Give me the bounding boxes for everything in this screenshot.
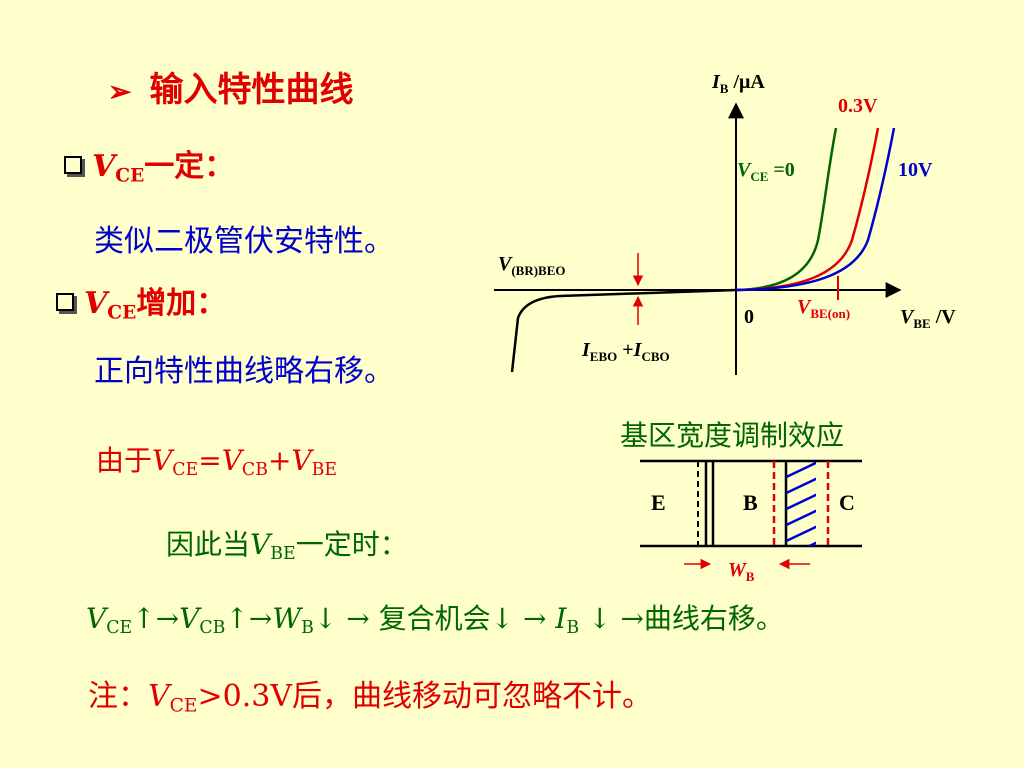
chain-v1: V [86, 602, 107, 635]
note-text: 后，曲线移动可忽略不计。 [292, 679, 652, 714]
bullet-2-text: 增加： [136, 286, 227, 321]
note-gt: >0.3V [197, 679, 292, 714]
eq1-plus: + [267, 444, 292, 477]
chain-a4: ↓ → [490, 602, 556, 635]
checkbox-bullet-icon [64, 156, 82, 174]
chain-s1: CE [106, 618, 133, 639]
eq1-v3: V [291, 444, 312, 477]
checkbox-bullet-icon [56, 293, 74, 311]
eq1-s1: CE [172, 460, 199, 481]
eq1-prefix: 由于 [96, 444, 153, 477]
chain-s2: CB [199, 618, 226, 639]
note-s: CE [169, 695, 198, 717]
chain-t2: 曲线右移。 [643, 602, 784, 635]
eq1-eq: = [198, 444, 222, 477]
chain-a1: ↑→ [132, 602, 180, 635]
vbe-on-label: VBE(on) [797, 296, 850, 321]
eq2-v: V [250, 528, 271, 561]
eq2-s: BE [270, 544, 296, 565]
eq1-s2: CB [241, 460, 268, 481]
bullet-2-desc: 正向特性曲线略右移。 [94, 354, 394, 389]
curve-vce-10 [735, 127, 896, 292]
bullet-2-var: V [84, 286, 108, 321]
note: 注：VCE>0.3V后，曲线移动可忽略不计。 [88, 671, 652, 715]
chain-w: W [272, 602, 302, 635]
region-b-label: B [743, 490, 758, 515]
bullet-2-sub: CE [107, 302, 137, 324]
region-e-label: E [651, 490, 666, 515]
input-characteristic-graph: IB /μA VBE /V 0 VBE(on) V(BR)BEO IEBO +I… [494, 71, 956, 375]
eq2-suffix: 一定时： [295, 528, 408, 561]
origin-label: 0 [744, 306, 754, 328]
chain-t1: 复合机会 [378, 602, 491, 635]
curve-vce-0.3-label: 0.3V [838, 95, 878, 117]
curve-vce-0 [735, 127, 838, 292]
bullet-2: VCE增加： [56, 278, 226, 322]
breakdown-label: V(BR)BEO [498, 253, 566, 278]
equation-vbe-const: 因此当VBE一定时： [166, 523, 408, 563]
curve-vce-0-label: VCE =0 [737, 159, 795, 184]
leakage-label: IEBO +ICBO [581, 339, 670, 364]
x-axis-label: VBE /V [900, 306, 956, 331]
bullet-1: VCE一定： [64, 141, 234, 185]
eq1-s3: BE [311, 460, 338, 481]
wb-label: WB [728, 559, 755, 584]
reverse-curve [510, 288, 737, 373]
eq2-prefix: 因此当 [166, 528, 251, 561]
note-label: 注： [88, 679, 148, 714]
depletion-hatch [786, 462, 816, 546]
note-v: V [148, 679, 170, 714]
region-c-label: C [839, 490, 855, 515]
heading: ➢ 输入特性曲线 [108, 62, 353, 111]
chain-v2: V [179, 602, 200, 635]
bullet-1-text: 一定： [144, 149, 235, 184]
bullet-1-desc: 类似二极管伏安特性。 [94, 224, 394, 259]
eq1-v2: V [221, 444, 242, 477]
modulation-title: 基区宽度调制效应 [620, 419, 845, 452]
bullet-1-var: V [92, 149, 116, 184]
equation-vce: 由于VCE=VCB+VBE [96, 439, 337, 479]
chain-a2: ↑→ [225, 602, 273, 635]
eq1-v1: V [152, 444, 173, 477]
base-width-modulation-diagram: E B C WB [640, 459, 862, 584]
bullet-1-sub: CE [115, 165, 145, 187]
curve-vce-10-label: 10V [898, 159, 933, 181]
chain-is: B [566, 618, 580, 639]
curve-vce-0.3 [735, 127, 880, 292]
heading-text: 输入特性曲线 [149, 70, 354, 110]
chain-i: I [555, 602, 567, 635]
cause-chain: VCE↑→VCB↑→WB↓ → 复合机会↓ → IB ↓ →曲线右移。 [86, 597, 784, 637]
chain-ws: B [301, 618, 314, 639]
chain-a5: ↓ → [579, 602, 644, 635]
chain-a3: ↓ → [313, 602, 379, 635]
y-axis-label: IB /μA [711, 71, 765, 96]
heading-arrow-icon: ➢ [108, 75, 132, 108]
